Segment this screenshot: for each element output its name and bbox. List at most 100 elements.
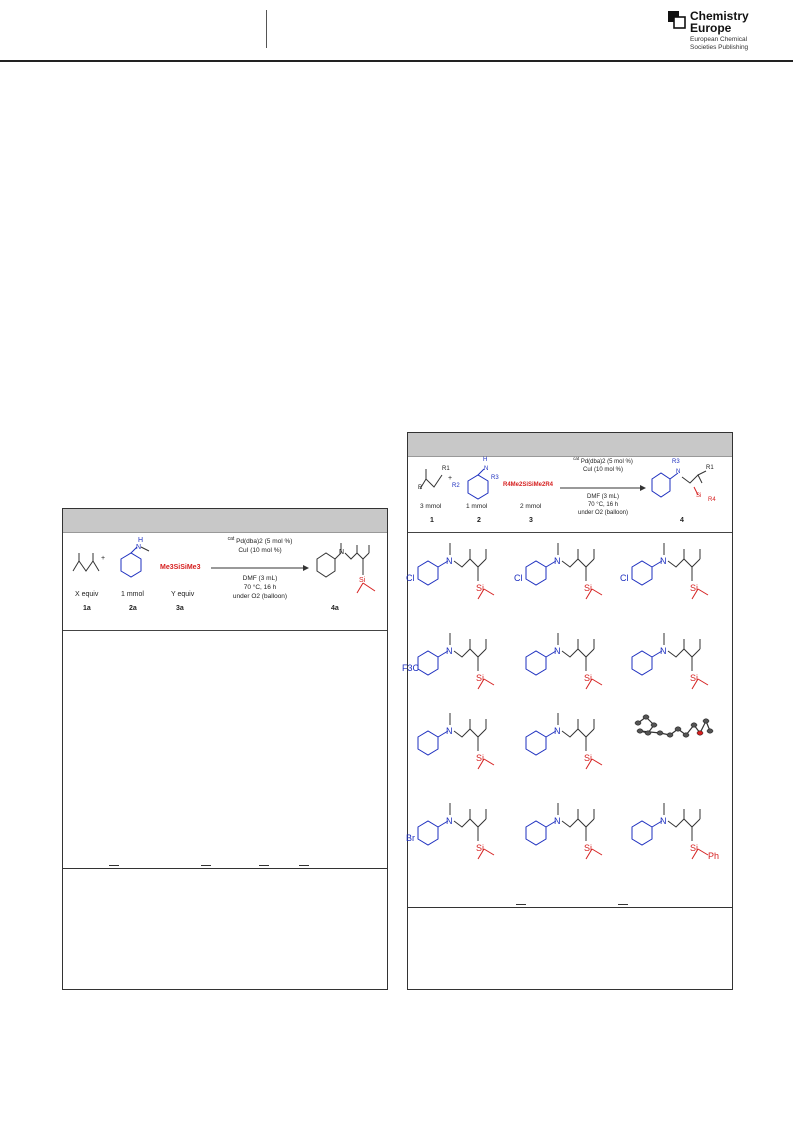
chain	[561, 648, 595, 658]
cond-cocatalyst: CuI (10 mol %)	[582, 467, 623, 473]
si-methyl	[483, 588, 495, 596]
amine-h-label: H	[483, 457, 488, 463]
amine-n-label: N	[484, 466, 489, 472]
si-methyl	[585, 588, 593, 600]
substituent-label: F3C	[402, 663, 420, 673]
si-methyl	[591, 678, 603, 686]
si-methyl	[591, 758, 603, 766]
atom-ellipsoid	[636, 728, 644, 734]
header-rule	[0, 60, 793, 62]
amine-h-label: H	[138, 537, 144, 544]
reaction-arrow	[211, 565, 309, 571]
aryl-ring	[417, 650, 439, 676]
cond-cat: cat	[227, 536, 235, 542]
table2-caption-bar	[408, 433, 732, 457]
aryl-ring	[525, 730, 547, 756]
atom-ellipsoid	[702, 718, 710, 724]
cond-solvent: DMF (3 mL)	[587, 494, 619, 500]
product-structure: NSi	[525, 713, 603, 770]
amine-amount: 1 mmol	[466, 503, 488, 510]
si-methyl	[585, 678, 593, 690]
general-diene-structure	[419, 469, 443, 490]
aryl-ring	[631, 650, 653, 676]
chain	[453, 728, 487, 738]
aryl-ring	[417, 820, 439, 846]
compound-label-4a: 4a	[331, 605, 339, 612]
table1-reaction-scheme: + H N Me3SiSiMe3 cat Pd(dba)2 (5 mol %) …	[63, 533, 387, 631]
atom-ellipsoid	[690, 722, 698, 728]
si-methyl	[477, 678, 485, 690]
disilane-label: R4Me2SiSiMe2R4	[503, 482, 554, 488]
cond-catalyst: Pd(dba)2 (5 mol %)	[580, 459, 633, 465]
logo-name-line1: Chemistry	[690, 9, 749, 23]
table2-reaction-scheme: R1 R + H N R2 R3 R4Me2SiSiMe2R4 cat Pd(d…	[408, 456, 732, 533]
silicon-label: Si	[584, 583, 592, 593]
conditions-bottom: DMF (3 mL) 70 °C, 16 h under O2 (balloon…	[213, 574, 307, 601]
table1-tick	[259, 865, 269, 866]
compound-label-1a: 1a	[83, 605, 91, 612]
publisher-logo[interactable]: Chemistry Europe European Chemical Socie…	[668, 10, 788, 54]
si-methyl	[477, 758, 485, 770]
product-structure: NSi	[417, 713, 495, 770]
atom-ellipsoid	[682, 732, 690, 738]
atom-ellipsoid	[666, 732, 674, 738]
chain	[561, 728, 595, 738]
chain	[561, 558, 595, 568]
product-n-label: N	[676, 469, 681, 475]
product-structure: NSi	[525, 803, 603, 860]
nitrogen-label: N	[446, 816, 453, 826]
product-r3-label: R3	[672, 459, 680, 465]
silicon-label: Si	[476, 843, 484, 853]
n-bond	[651, 820, 663, 828]
table2-bottom-rule	[408, 907, 732, 908]
r1-label: R1	[442, 466, 450, 472]
n-bond	[545, 730, 557, 738]
chain	[561, 818, 595, 828]
logo-name-line2: Europe	[690, 21, 732, 35]
si-methyl	[591, 588, 603, 596]
silicon-label: Si	[584, 753, 592, 763]
nitrogen-label: N	[660, 816, 667, 826]
chemistry-europe-logo-icon	[668, 11, 686, 29]
reaction-arrow	[560, 485, 646, 491]
silicon-label: Si	[476, 583, 484, 593]
n-bond	[651, 560, 663, 568]
cond-atmosphere: under O2 (balloon)	[232, 593, 288, 600]
table2-tick	[516, 904, 526, 905]
nitrogen-label: N	[554, 646, 561, 656]
aryl-ring	[525, 650, 547, 676]
si-methyl	[691, 588, 699, 600]
table1-tick	[109, 865, 119, 866]
chain	[667, 648, 701, 658]
table2-panel: R1 R + H N R2 R3 R4Me2SiSiMe2R4 cat Pd(d…	[402, 432, 733, 990]
compound-label-1: 1	[430, 517, 434, 524]
general-product-structure	[651, 470, 707, 498]
diene-structure	[72, 553, 100, 572]
substituent-label: Cl	[514, 573, 523, 583]
atom-ellipsoid	[650, 722, 658, 728]
si-methyl	[691, 848, 699, 860]
compound-label-2: 2	[477, 517, 481, 524]
product-structure	[634, 714, 714, 738]
chain	[453, 648, 487, 658]
aryl-ring	[631, 560, 653, 586]
cond-temp: 70 °C, 16 h	[243, 584, 277, 591]
silane-amount: Y equiv	[171, 591, 195, 598]
header-divider	[266, 10, 267, 48]
amine-n-label: N	[136, 544, 142, 551]
n-bond	[545, 820, 557, 828]
product-structure	[316, 543, 376, 594]
silicon-label: Si	[584, 673, 592, 683]
substituent-label: Cl	[406, 573, 415, 583]
si-methyl	[483, 848, 495, 856]
aryl-ring	[417, 560, 439, 586]
si-methyl	[477, 848, 485, 860]
cond-temp: 70 °C, 16 h	[587, 502, 619, 508]
product-r1-label: R1	[706, 465, 714, 471]
table1-tick	[201, 865, 211, 866]
si-methyl	[585, 848, 593, 860]
chain	[453, 818, 487, 828]
n-bond	[651, 650, 663, 658]
